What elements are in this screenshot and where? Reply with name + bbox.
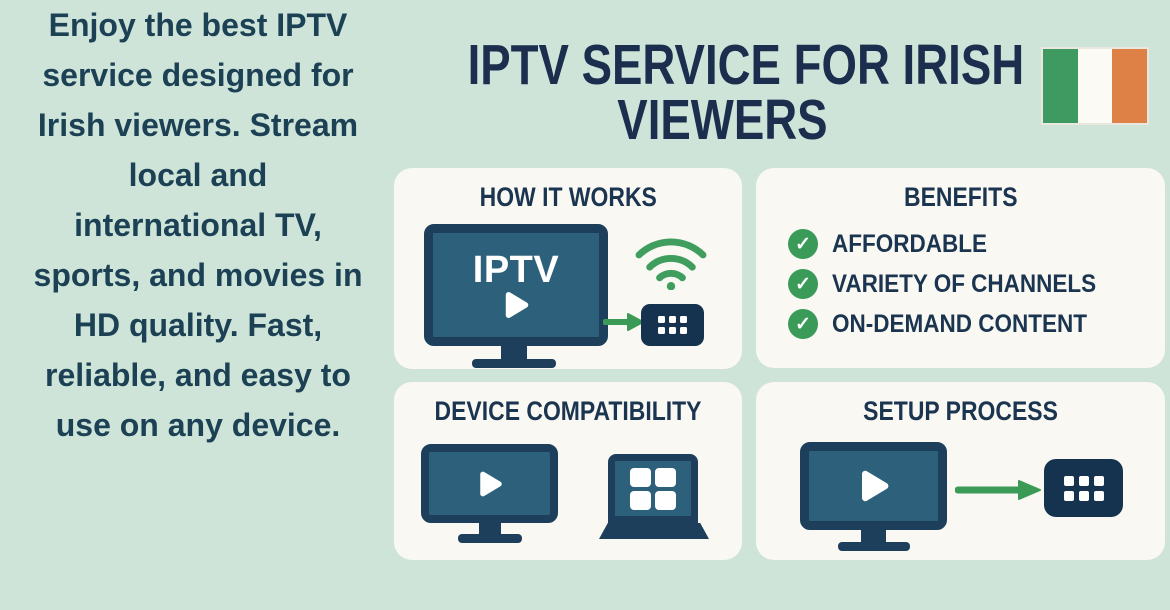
set-top-box-buttons	[1063, 475, 1104, 501]
card-title-device-compatibility: DEVICE COMPATIBILITY	[434, 396, 702, 426]
play-icon	[479, 471, 502, 496]
tv-icon: IPTV	[424, 224, 608, 346]
benefit-item: ✓ VARIETY OF CHANNELS	[788, 264, 1157, 304]
title-line-1: IPTV SERVICE FOR IRISH	[467, 33, 1025, 97]
check-icon: ✓	[788, 309, 818, 339]
play-icon	[505, 292, 529, 318]
laptop-base	[599, 523, 709, 539]
flag-stripe-orange	[1112, 49, 1148, 123]
card-title-how-it-works: HOW IT WORKS	[479, 182, 657, 212]
check-icon: ✓	[788, 269, 818, 299]
tv-stand-base	[472, 359, 556, 368]
intro-line: use on any device.	[55, 407, 341, 443]
flag-stripe-white	[1077, 49, 1113, 123]
intro-line: international TV,	[74, 207, 322, 243]
set-top-box-icon	[1044, 459, 1123, 517]
page-title: IPTV SERVICE FOR IRISH VIEWERS	[398, 33, 1046, 152]
wifi-icon	[635, 238, 707, 290]
tv-icon	[800, 442, 947, 530]
benefit-item: ✓ AFFORDABLE	[788, 224, 1157, 264]
card-how-it-works: HOW IT WORKS IPTV	[394, 168, 742, 369]
benefit-label: VARIETY OF CHANNELS	[832, 269, 1097, 298]
tv-stand	[479, 523, 501, 534]
check-icon: ✓	[788, 229, 818, 259]
intro-line: local and	[128, 157, 268, 193]
iptv-label: IPTV	[472, 249, 560, 291]
arrow-icon	[955, 480, 1041, 500]
intro-text: Enjoy the best IPTV service designed for…	[0, 0, 396, 450]
tv-stand	[861, 530, 886, 542]
intro-line: Enjoy the best IPTV	[48, 7, 348, 43]
card-title-benefits: BENEFITS	[903, 182, 1018, 212]
tv-stand-base	[458, 534, 522, 543]
card-benefits: BENEFITS ✓ AFFORDABLE ✓ VARIETY OF CHANN…	[756, 168, 1165, 368]
benefits-list: ✓ AFFORDABLE ✓ VARIETY OF CHANNELS ✓ ON-…	[788, 224, 1157, 344]
tv-stand-base	[838, 542, 910, 551]
intro-line: reliable, and easy to	[45, 357, 351, 393]
set-top-box-icon	[641, 304, 704, 346]
arrow-icon	[603, 313, 644, 331]
set-top-box-buttons	[658, 316, 687, 334]
card-title-setup-process: SETUP PROCESS	[863, 396, 1058, 426]
title-line-2: VIEWERS	[616, 88, 828, 152]
intro-line: Irish viewers. Stream	[37, 107, 359, 143]
play-icon	[861, 470, 888, 502]
benefit-item: ✓ ON-DEMAND CONTENT	[788, 304, 1157, 344]
benefit-label: ON-DEMAND CONTENT	[832, 309, 1087, 338]
window-grid-icon	[630, 467, 676, 510]
card-setup-process: SETUP PROCESS	[756, 382, 1165, 560]
tv-icon	[421, 444, 558, 523]
intro-line: HD quality. Fast,	[73, 307, 323, 343]
laptop-icon	[608, 454, 698, 523]
ireland-flag-icon	[1041, 47, 1149, 125]
tv-stand	[501, 346, 527, 359]
flag-stripe-green	[1043, 49, 1078, 123]
card-device-compatibility: DEVICE COMPATIBILITY	[394, 382, 742, 560]
intro-line: service designed for	[42, 57, 354, 93]
benefit-label: AFFORDABLE	[832, 229, 987, 258]
intro-line: sports, and movies in	[33, 257, 363, 293]
